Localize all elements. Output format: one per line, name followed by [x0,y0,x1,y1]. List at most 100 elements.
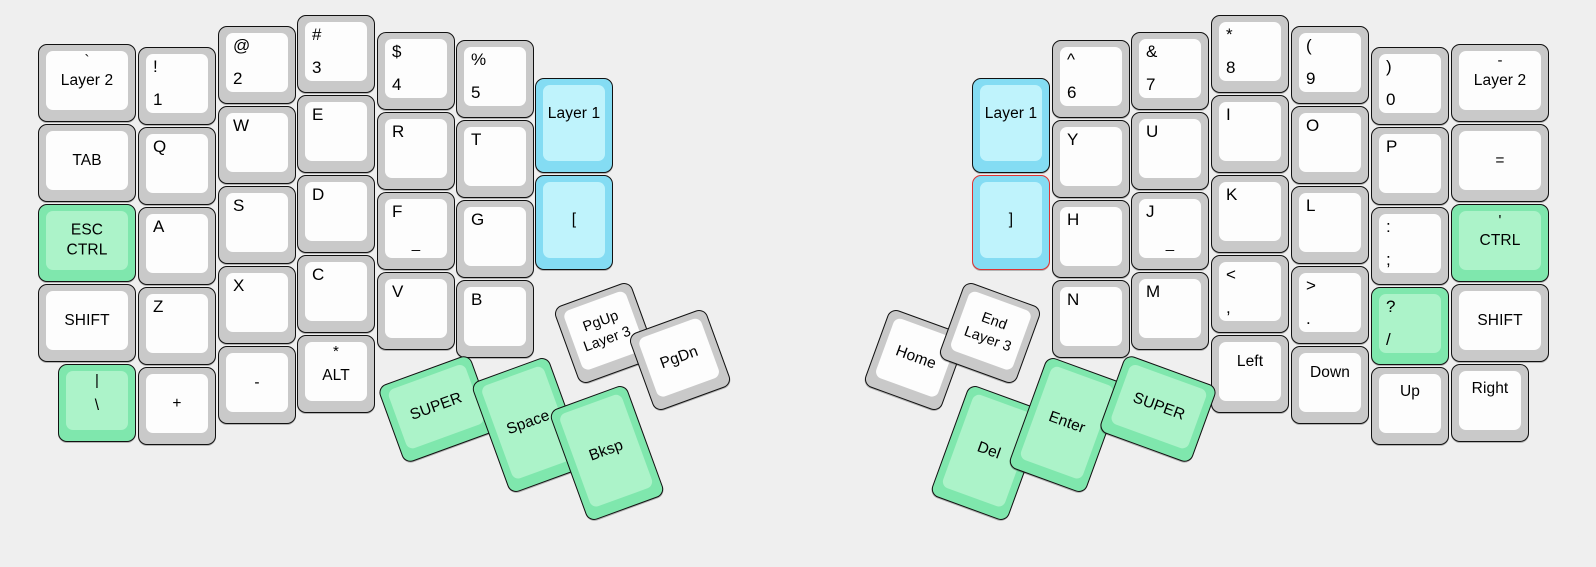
key-5[interactable]: % 5 [456,40,534,118]
keycap: L [1299,193,1361,252]
key-legend-main: Z [153,297,164,316]
key-6[interactable]: ^ 6 [1052,40,1130,118]
key-g[interactable]: G [456,200,534,278]
keycap: Layer 1 [543,85,605,161]
left-thumb-cluster: SUPER PgUp Layer 3 PgDn Space Bksp [376,280,733,550]
key-y[interactable]: Y [1052,120,1130,198]
key-legend-main: X [233,276,245,295]
key-a[interactable]: A [138,207,216,285]
key-7[interactable]: & 7 [1131,32,1209,110]
key-q[interactable]: Q [138,127,216,205]
keycap: X [226,273,288,332]
key-semicolon[interactable]: : ; [1371,207,1449,285]
key-slash[interactable]: ? / [1371,287,1449,365]
keycap: : ; [1379,214,1441,273]
key-z[interactable]: Z [138,287,216,365]
keycap: # 3 [305,22,367,81]
key-2[interactable]: @ 2 [218,26,296,104]
keycap: Right [1459,371,1521,430]
keycap: & 7 [1139,39,1201,98]
key-arrow-right[interactable]: Right [1451,364,1529,442]
keycap: SUPER [386,363,486,451]
key-3[interactable]: # 3 [297,15,375,93]
keycap: A [146,214,208,273]
key-x[interactable]: X [218,266,296,344]
key-legend-main: 2 [233,69,243,89]
key-e[interactable]: E [297,95,375,173]
key-tab[interactable]: TAB [38,124,136,202]
key-m[interactable]: M [1131,272,1209,350]
key-f[interactable]: F _ [377,192,455,270]
key-b[interactable]: B [456,280,534,358]
key-r[interactable]: R [377,112,455,190]
keycap: PgDn [637,316,721,399]
key-arrow-up[interactable]: Up [1371,367,1449,445]
key-legend-main: L [1306,196,1316,215]
keycap: Z [146,294,208,353]
key-period[interactable]: > . [1291,266,1369,344]
keycap: F _ [385,199,447,258]
key-s[interactable]: S [218,186,296,264]
keycap: * ALT [305,342,367,401]
key-asterisk-alt[interactable]: * ALT [297,335,375,413]
key-t[interactable]: T [456,120,534,198]
key-legend-shifted: ) [1386,57,1392,76]
keycap: [ [543,182,605,258]
key-bracket-right[interactable]: ] [972,175,1050,270]
key-n[interactable]: N [1052,280,1130,358]
key-1[interactable]: ! 1 [138,47,216,125]
key-grave-layer2[interactable]: ` Layer 2 [38,44,136,122]
keycap: ? / [1379,294,1441,353]
key-shift-left[interactable]: SHIFT [38,284,136,362]
key-bracket-left[interactable]: [ [535,175,613,270]
key-j[interactable]: J _ [1131,192,1209,270]
key-shift-right[interactable]: SHIFT [1451,284,1549,362]
key-legend-main: 0 [1386,90,1396,110]
key-0[interactable]: ) 0 [1371,47,1449,125]
key-u[interactable]: U [1131,112,1209,190]
key-equal[interactable]: = [1451,124,1549,202]
key-legend-main: SUPER [407,388,465,424]
key-arrow-down[interactable]: Down [1291,346,1369,424]
key-minus-layer2[interactable]: - Layer 2 [1451,44,1549,122]
key-o[interactable]: O [1291,106,1369,184]
key-v[interactable]: V [377,272,455,350]
key-legend-main: Layer 2 [1473,71,1527,89]
key-legend-main: V [392,282,404,301]
key-quote-ctrl[interactable]: ' CTRL [1451,204,1549,282]
key-i[interactable]: I [1211,95,1289,173]
keycap: R [385,119,447,178]
key-arrow-left[interactable]: Left [1211,335,1289,413]
keycap: J _ [1139,199,1201,258]
key-4[interactable]: $ 4 [377,32,455,110]
key-pipe-backslash[interactable]: | \ [58,364,136,442]
key-p[interactable]: P [1371,127,1449,205]
key-legend-shifted: < [1226,265,1237,284]
key-esc-ctrl[interactable]: ESC CTRL [38,204,136,282]
key-h[interactable]: H [1052,200,1130,278]
key-legend-shifted: ( [1306,36,1312,55]
key-layer1-left[interactable]: Layer 1 [535,78,613,173]
key-legend-shifted: $ [392,42,402,61]
key-8[interactable]: * 8 [1211,15,1289,93]
key-9[interactable]: ( 9 [1291,26,1369,104]
key-minus-left[interactable]: - [218,346,296,424]
keycap: M [1139,279,1201,338]
key-legend-main: H [1067,210,1080,229]
key-legend-main: K [1226,185,1238,204]
key-d[interactable]: D [297,175,375,253]
key-legend-shifted: | [95,372,99,389]
key-k[interactable]: K [1211,175,1289,253]
keycap: TAB [46,131,128,190]
key-super-right[interactable]: SUPER [1097,353,1219,465]
key-plus[interactable]: + [138,367,216,445]
key-legend-main: T [471,130,482,149]
key-w[interactable]: W [218,106,296,184]
keycap: $ 4 [385,39,447,98]
key-bksp[interactable]: Bksp [548,383,666,523]
key-l[interactable]: L [1291,186,1369,264]
key-legend-main: + [172,394,182,412]
key-layer1-right[interactable]: Layer 1 [972,78,1050,173]
key-comma[interactable]: < , [1211,255,1289,333]
key-c[interactable]: C [297,255,375,333]
